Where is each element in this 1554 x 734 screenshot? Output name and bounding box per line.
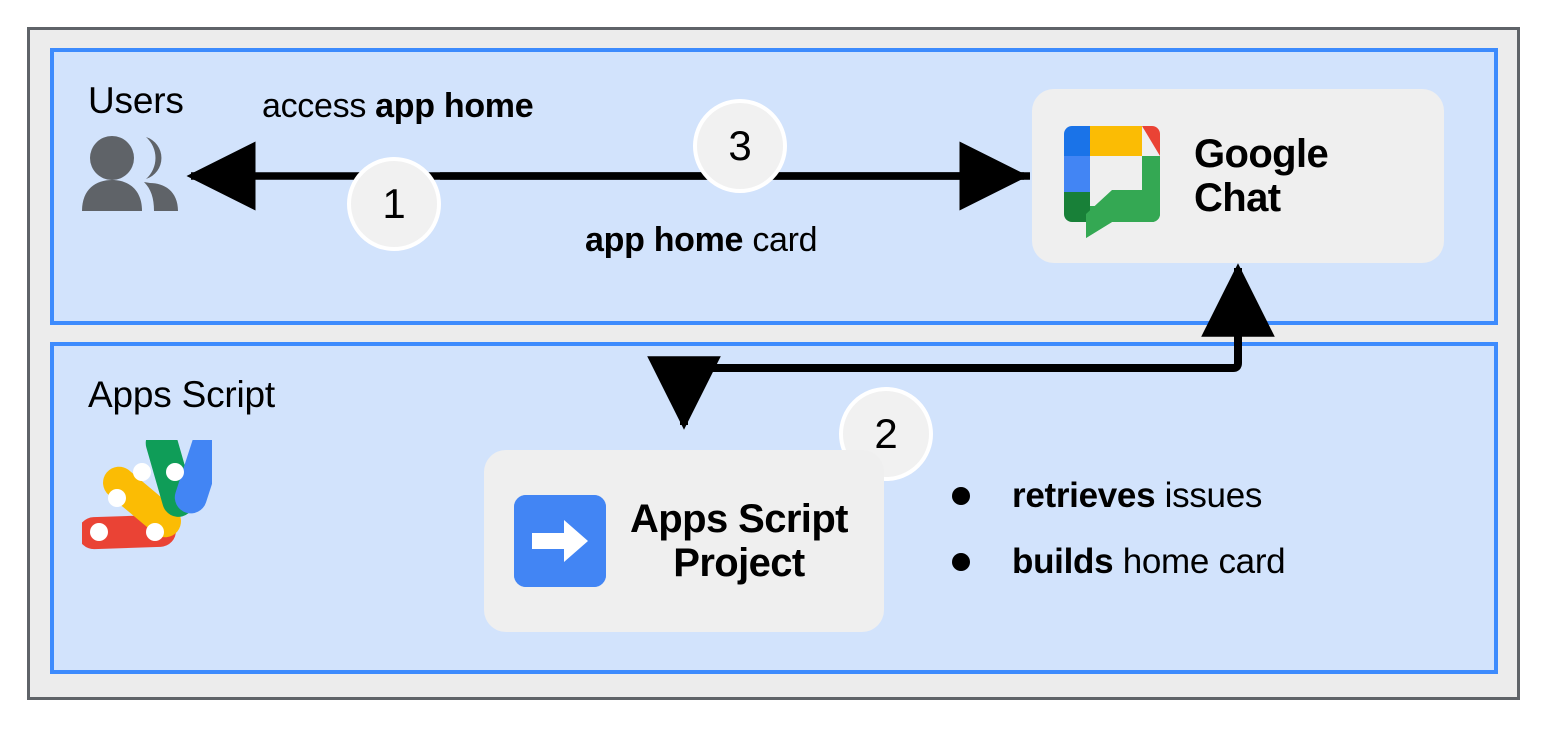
edge-caption-app-home-card: app home card <box>585 221 818 260</box>
panel-users-label: Users <box>88 80 184 121</box>
apps-script-actions-list: retrieves issues builds home card <box>952 470 1422 602</box>
node-apps-script-project[interactable]: Apps Script Project <box>484 450 884 632</box>
bullet-bold: builds <box>1012 542 1114 581</box>
apps-script-logo <box>78 418 228 550</box>
step-badge-1: 1 <box>347 157 441 251</box>
apps-script-project-icon <box>514 495 606 587</box>
bullet-dot-icon <box>952 487 970 505</box>
bullet-dot-icon <box>952 553 970 571</box>
step-badge-2: 2 <box>839 387 933 481</box>
apps-script-project-title: Apps Script Project <box>630 497 848 585</box>
list-item: builds home card <box>952 536 1422 588</box>
list-item: retrieves issues <box>952 470 1422 522</box>
bullet-text: builds home card <box>1012 542 1286 582</box>
panel-apps-script-label: Apps Script <box>88 374 275 415</box>
node-google-chat[interactable]: Google Chat <box>1032 89 1444 263</box>
bullet-rest: issues <box>1155 476 1263 515</box>
caption-access-bold: app home <box>375 87 534 125</box>
bullet-text: retrieves issues <box>1012 476 1262 516</box>
google-chat-title: Google Chat <box>1194 132 1329 220</box>
bullet-rest: home card <box>1113 542 1286 581</box>
step-badge-3: 3 <box>693 99 787 193</box>
google-chat-logo <box>1050 114 1174 238</box>
caption-card-suffix: card <box>743 221 818 259</box>
caption-card-bold: app home <box>585 221 744 259</box>
bullet-bold: retrieves <box>1012 476 1156 515</box>
edge-caption-access-app-home: access app home <box>262 87 534 126</box>
people-icon <box>78 135 182 215</box>
caption-access-prefix: access <box>262 87 376 125</box>
